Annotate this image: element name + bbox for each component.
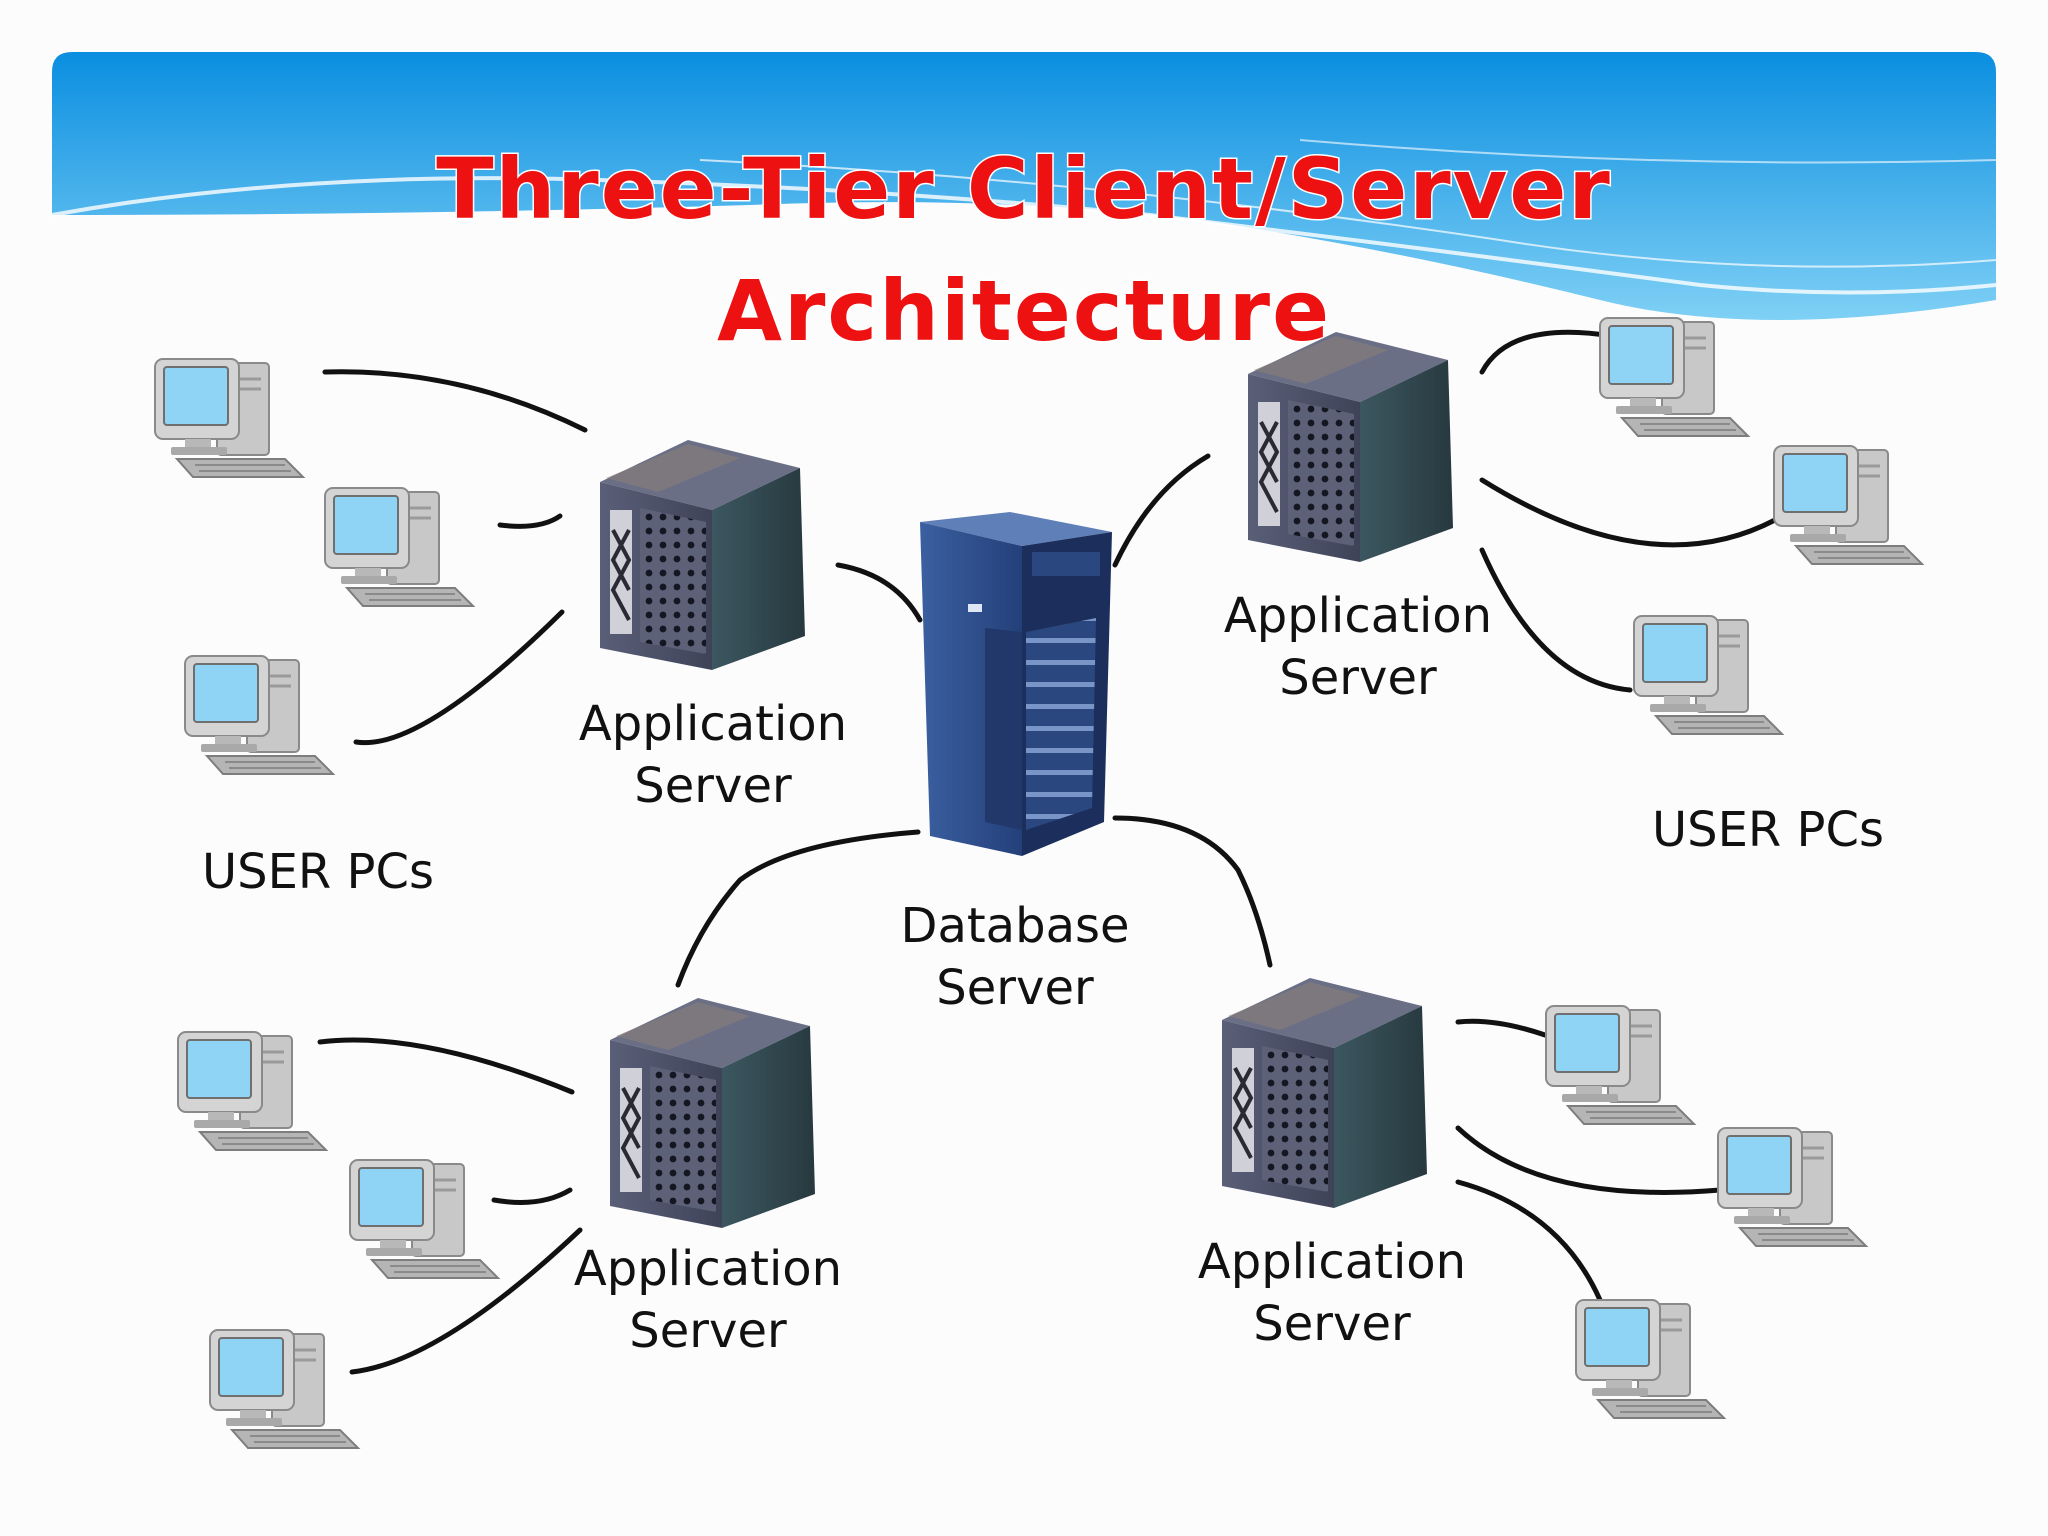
app-server-label-bottom-right: Application Server (1198, 1234, 1466, 1352)
user-pc-top-right-1 (1598, 316, 1750, 438)
svg-text:Server: Server (936, 960, 1094, 1016)
user-pc-top-right-3 (1632, 614, 1784, 736)
user-pc-bottom-right-2 (1716, 1126, 1868, 1248)
application-server-bottom-left (608, 996, 817, 1230)
user-pcs-label-left: USER PCs (202, 844, 434, 900)
svg-text:Server: Server (634, 758, 792, 814)
header-banner (51, 52, 1997, 320)
svg-text:Database: Database (900, 898, 1129, 954)
user-pc-top-left-3 (183, 654, 335, 776)
database-server (920, 512, 1112, 856)
app-server-label-top-right: Application Server (1224, 588, 1492, 706)
svg-text:Server: Server (1279, 650, 1437, 706)
user-pc-top-left-1 (153, 357, 305, 479)
svg-text:Application: Application (574, 1241, 842, 1297)
database-server-label: Database Server (900, 898, 1129, 1016)
svg-text:Application: Application (1198, 1234, 1466, 1290)
svg-text:Application: Application (1224, 588, 1492, 644)
user-pc-top-left-2 (323, 486, 475, 608)
user-pc-bottom-left-1 (176, 1030, 328, 1152)
application-server-bottom-right (1220, 976, 1429, 1210)
user-pc-bottom-left-3 (208, 1328, 360, 1450)
connection-lines (317, 329, 1778, 1375)
application-server-top-right (1246, 330, 1455, 564)
slide-title-line-2: Architecture (717, 262, 1331, 360)
svg-text:Server: Server (1253, 1296, 1411, 1352)
user-pcs-label-right: USER PCs (1652, 802, 1884, 858)
svg-text:Application: Application (579, 696, 847, 752)
user-pc-bottom-right-3 (1574, 1298, 1726, 1420)
user-pc-bottom-left-2 (348, 1158, 500, 1280)
slide-title-line-1: Three-Tier Client/Server (436, 140, 1612, 238)
app-server-label-bottom-left: Application Server (574, 1241, 842, 1359)
user-pc-top-right-2 (1772, 444, 1924, 566)
user-pc-bottom-right-1 (1544, 1004, 1696, 1126)
svg-text:Server: Server (629, 1303, 787, 1359)
application-server-top-left (598, 438, 807, 672)
app-server-label-top-left: Application Server (579, 696, 847, 814)
